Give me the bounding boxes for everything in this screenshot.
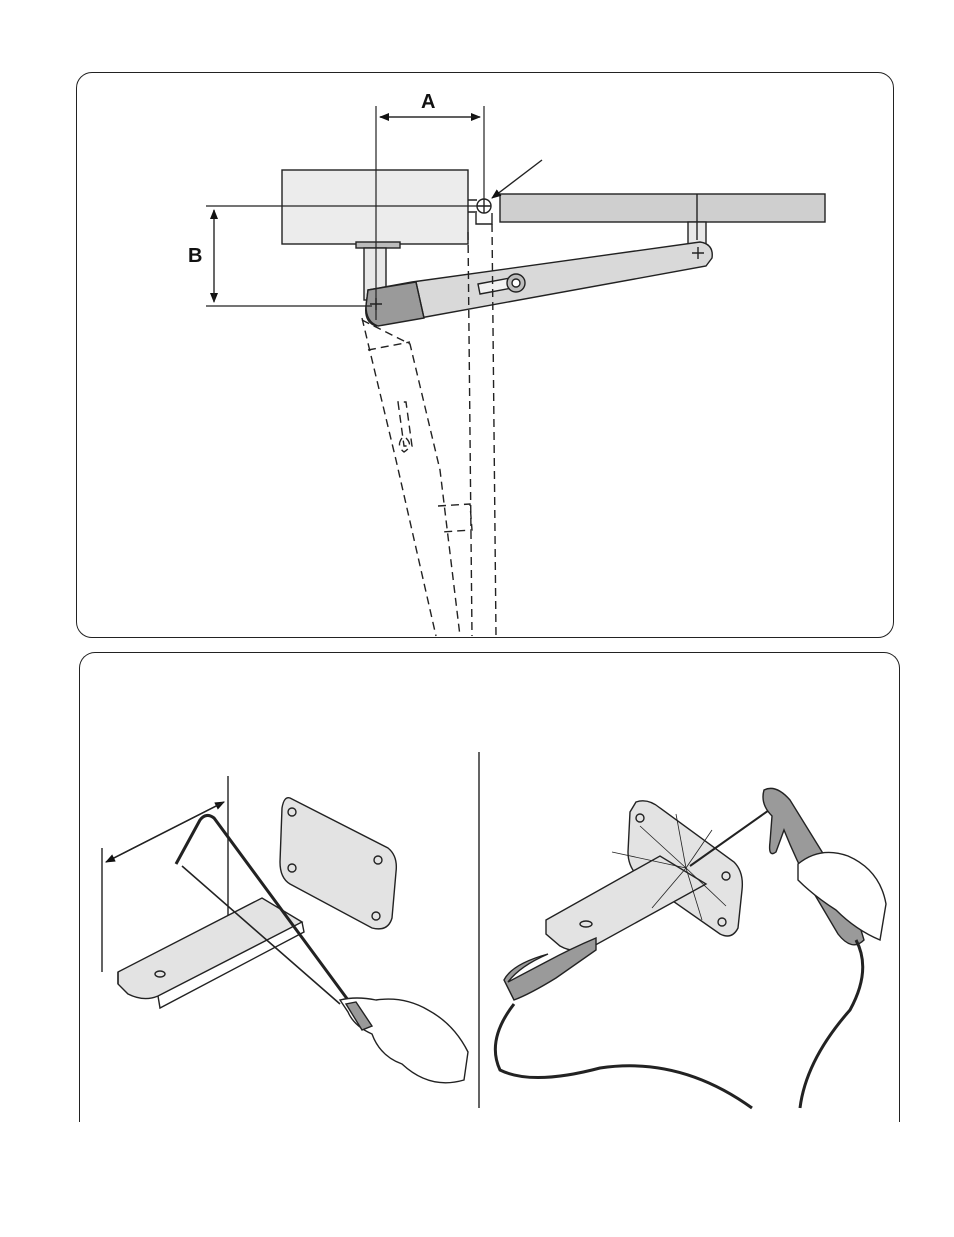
welding-cable [800, 940, 863, 1108]
pillar-block [282, 170, 468, 244]
dimension-a-label: A [421, 91, 435, 113]
pillar-bracket [356, 242, 400, 248]
gate-leaf [500, 194, 825, 222]
top-installation-diagram [206, 106, 825, 636]
ground-clamp-icon [504, 938, 596, 1000]
operator-arm [366, 242, 713, 326]
welding-scene [495, 788, 886, 1108]
cutting-scene [102, 776, 468, 1083]
hinge-leader-arrow [492, 160, 542, 198]
ground-cable [495, 1004, 752, 1108]
dimension-b-label: B [188, 245, 202, 267]
